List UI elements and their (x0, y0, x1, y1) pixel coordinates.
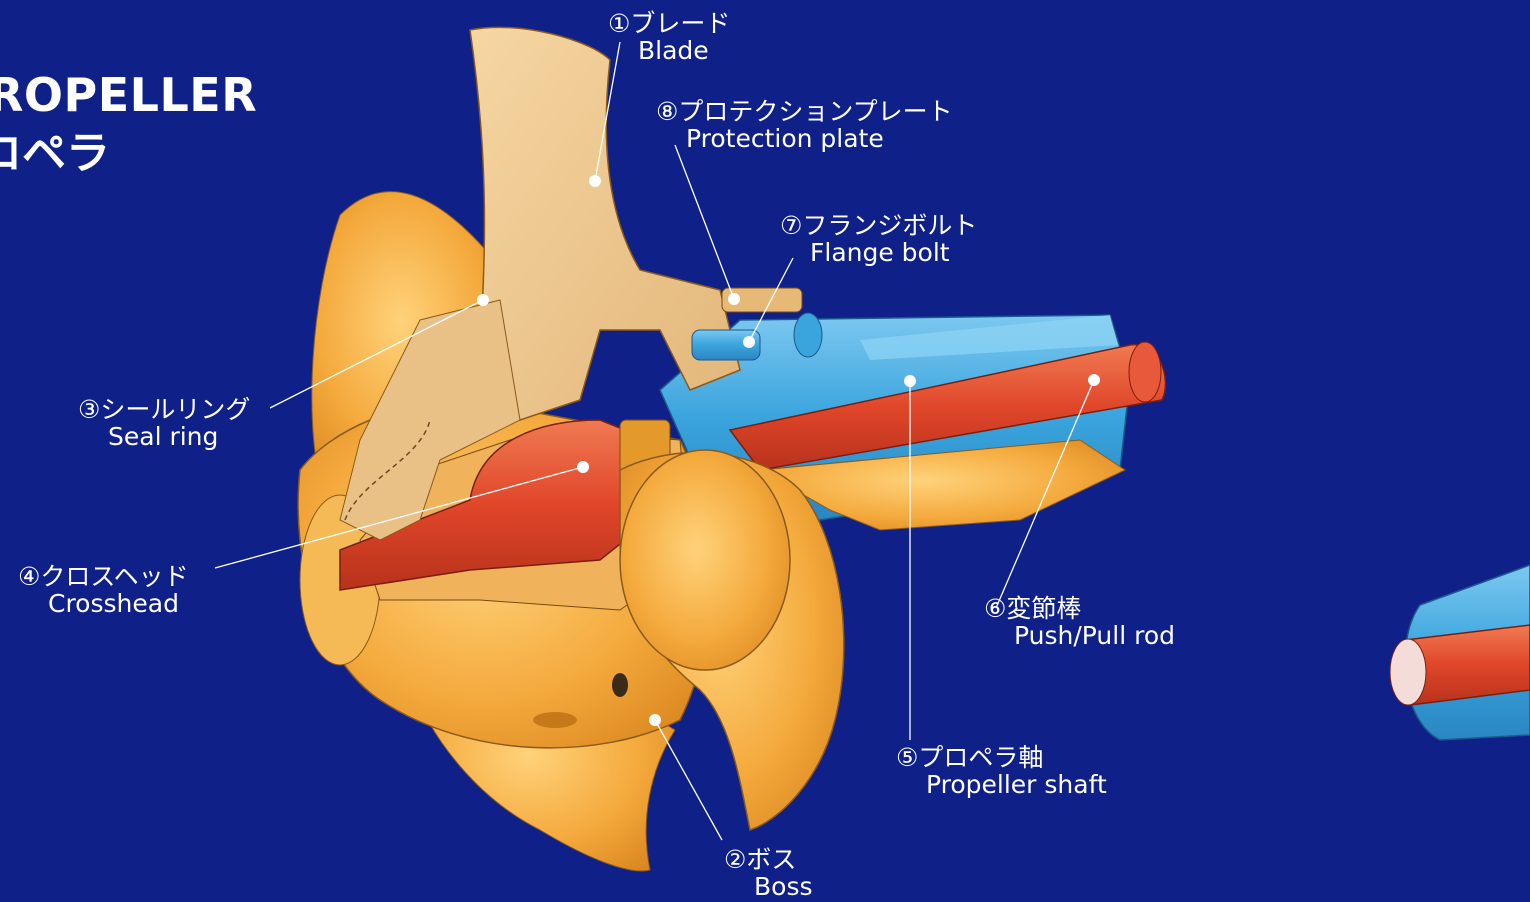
dot-crosshead (577, 461, 589, 473)
label-protection-plate-en: Protection plate (656, 125, 953, 152)
leader-protection-plate (675, 145, 734, 299)
label-propeller-shaft-en: Propeller shaft (896, 771, 1107, 798)
label-crosshead-ja: ④クロスヘッド (18, 563, 189, 590)
label-blade: ①ブレード Blade (608, 10, 730, 64)
label-protection-plate: ⑧プロテクションプレート Protection plate (656, 98, 953, 152)
thumbnail-shaft (1390, 565, 1530, 740)
dot-propeller-shaft (904, 375, 916, 387)
dot-flange-bolt (743, 336, 755, 348)
dot-push-pull-rod (1088, 374, 1100, 386)
label-flange-bolt-en: Flange bolt (780, 239, 977, 266)
label-boss-en: Boss (724, 873, 813, 900)
label-blade-ja: ①ブレード (608, 10, 730, 37)
label-propeller-shaft-ja: ⑤プロペラ軸 (896, 744, 1107, 771)
label-boss: ②ボス Boss (724, 846, 813, 900)
label-push-pull-rod: ⑥変節棒 Push/Pull rod (984, 595, 1175, 649)
label-protection-plate-ja: ⑧プロテクションプレート (656, 98, 953, 125)
label-crosshead: ④クロスヘッド Crosshead (18, 563, 189, 617)
label-push-pull-rod-en: Push/Pull rod (984, 622, 1175, 649)
dot-blade (589, 175, 601, 187)
label-propeller-shaft: ⑤プロペラ軸 Propeller shaft (896, 744, 1107, 798)
label-boss-ja: ②ボス (724, 846, 813, 873)
label-push-pull-rod-ja: ⑥変節棒 (984, 595, 1175, 622)
label-blade-en: Blade (608, 37, 730, 64)
title-english: ROPELLER (0, 72, 257, 118)
label-crosshead-en: Crosshead (18, 590, 189, 617)
label-seal-ring-en: Seal ring (78, 423, 250, 450)
label-seal-ring-ja: ③シールリング (78, 396, 250, 423)
label-flange-bolt-ja: ⑦フランジボルト (780, 212, 977, 239)
dot-seal-ring (477, 294, 489, 306)
label-flange-bolt: ⑦フランジボルト Flange bolt (780, 212, 977, 266)
title-japanese: ロペラ (0, 132, 110, 176)
label-seal-ring: ③シールリング Seal ring (78, 396, 250, 450)
dot-boss (649, 714, 661, 726)
dot-protection-plate (728, 293, 740, 305)
leader-boss (655, 720, 722, 840)
